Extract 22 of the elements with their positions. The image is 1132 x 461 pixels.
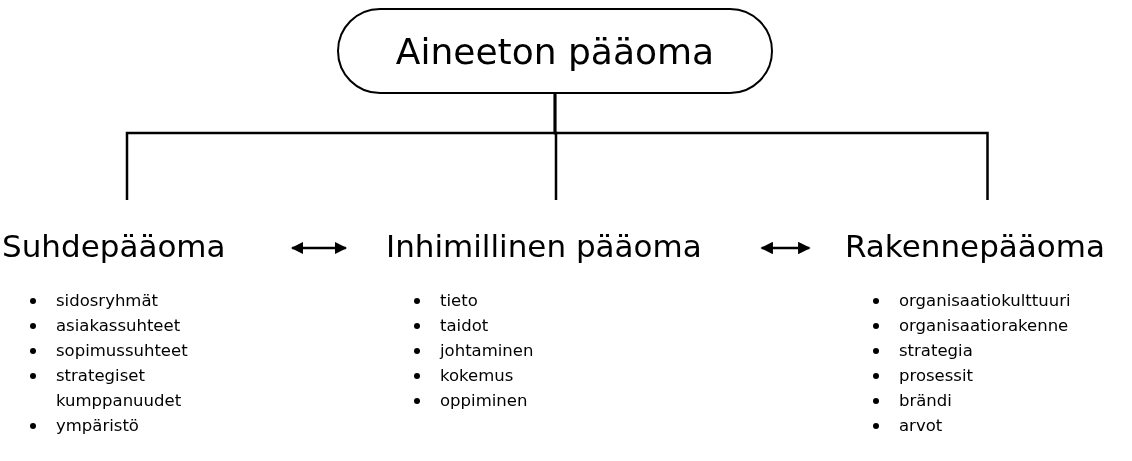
connector-line xyxy=(553,94,989,200)
bullet-item: kokemus xyxy=(440,366,514,385)
category-heading: Rakennepääoma xyxy=(845,227,1106,266)
bullet-item: sopimussuhteet xyxy=(56,341,188,360)
bullet-item: sidosryhmät xyxy=(56,291,158,310)
bullet-item: arvot xyxy=(899,416,943,435)
category-heading: Inhimillinen pääoma xyxy=(386,227,703,266)
bullet-item: ympäristö xyxy=(56,416,139,435)
bullet-item: brändi xyxy=(899,391,952,410)
bullet-item: organisaatiokulttuuri xyxy=(899,291,1071,310)
bullet-item: strategia xyxy=(899,341,973,360)
bullet-item: prosessit xyxy=(899,366,973,385)
bullet-item: johtaminen xyxy=(440,341,534,360)
bullet-item: asiakassuhteet xyxy=(56,316,181,335)
bullet-item: tieto xyxy=(440,291,478,310)
bullet-item: organisaatiorakenne xyxy=(899,316,1069,335)
double-arrow xyxy=(290,241,348,255)
bullet-item: taidot xyxy=(440,316,489,335)
category-heading: Suhdepääoma xyxy=(2,227,227,266)
bullet-item: oppiminen xyxy=(440,391,528,410)
title-pill: Aineeton pääoma xyxy=(337,8,773,94)
double-arrow xyxy=(760,241,811,255)
